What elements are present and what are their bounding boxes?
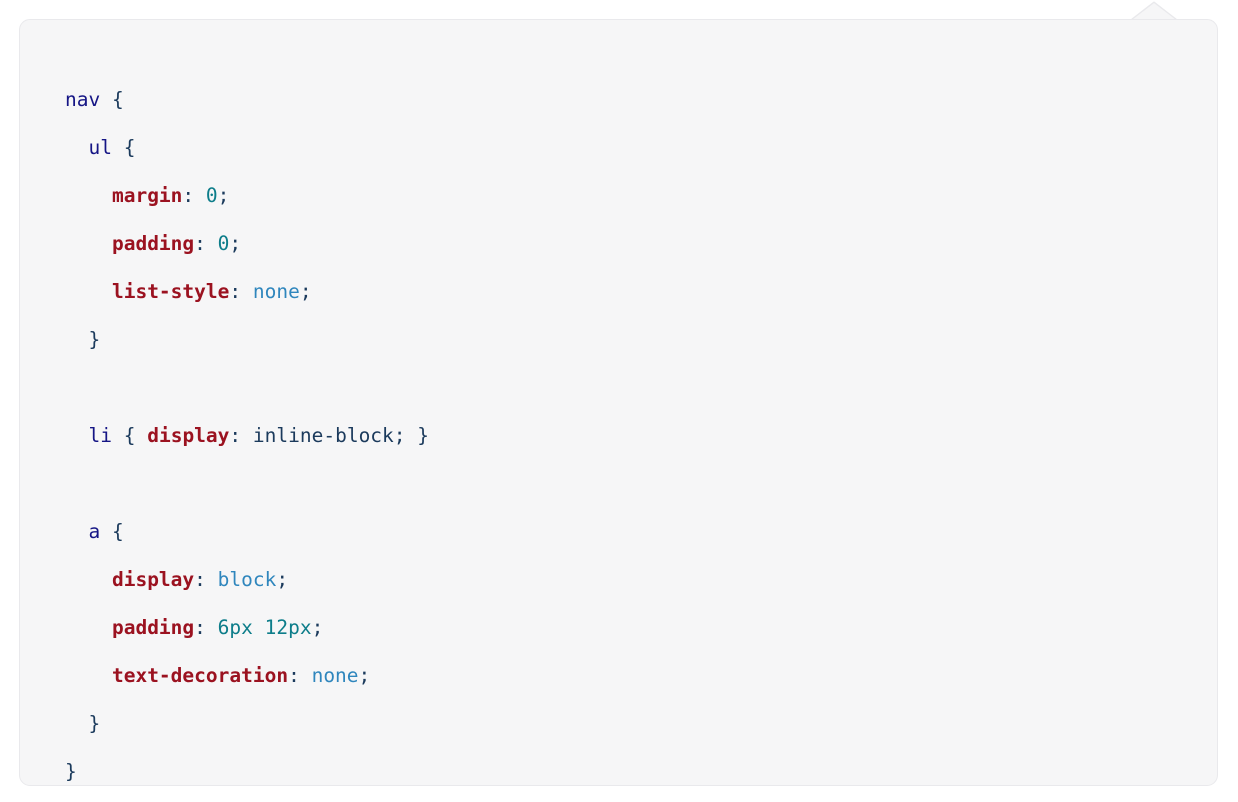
- code-token-plain: [206, 616, 218, 639]
- code-token-punct: :: [182, 183, 195, 207]
- code-token-plain: [241, 424, 253, 447]
- code-token-number: 12px: [264, 615, 312, 639]
- code-token-prop: display: [111, 567, 195, 591]
- code-token-plain: [300, 664, 312, 687]
- code-token-value: inline-block: [252, 423, 394, 447]
- code-token-punct: ;: [358, 663, 371, 687]
- code-token-prop: text-decoration: [111, 663, 289, 687]
- code-token-selector: ul: [88, 135, 112, 159]
- code-indent: [65, 664, 112, 687]
- code-snippet-card: nav { ul { margin: 0; padding: 0; list-s…: [19, 19, 1218, 786]
- code-token-punct: ;: [217, 183, 230, 207]
- code-token-prop: margin: [111, 183, 183, 207]
- code-indent: [65, 280, 112, 303]
- code-indent: [65, 616, 112, 639]
- code-token-selector: li: [88, 423, 112, 447]
- code-indent: [65, 136, 88, 159]
- code-token-prop: list-style: [111, 279, 230, 303]
- code-line: text-decoration: none;: [65, 652, 1193, 700]
- css-code-block[interactable]: nav { ul { margin: 0; padding: 0; list-s…: [65, 76, 1193, 796]
- code-line: [65, 460, 1193, 508]
- code-token-prop: padding: [111, 615, 195, 639]
- code-line: a {: [65, 508, 1193, 556]
- code-line: }: [65, 700, 1193, 748]
- code-line: li { display: inline-block; }: [65, 412, 1193, 460]
- code-indent: [65, 184, 112, 207]
- code-token-punct: {: [123, 135, 136, 159]
- code-token-plain: [253, 616, 265, 639]
- code-line: padding: 6px 12px;: [65, 604, 1193, 652]
- code-token-plain: [406, 424, 418, 447]
- code-token-selector: nav: [65, 87, 101, 111]
- code-token-punct: }: [417, 423, 430, 447]
- code-line: margin: 0;: [65, 172, 1193, 220]
- code-line: ul {: [65, 124, 1193, 172]
- code-token-punct: ;: [393, 423, 406, 447]
- code-line: padding: 0;: [65, 220, 1193, 268]
- code-token-selector: a: [88, 519, 101, 543]
- code-token-prop: padding: [111, 231, 195, 255]
- code-indent: [65, 328, 88, 351]
- code-token-punct: }: [88, 327, 101, 351]
- code-token-punct: :: [194, 615, 206, 639]
- code-token-prop: display: [147, 423, 230, 447]
- code-token-plain: [206, 568, 218, 591]
- code-line: display: block;: [65, 556, 1193, 604]
- code-token-number: 6px: [217, 615, 253, 639]
- code-indent: [65, 712, 88, 735]
- code-token-punct: {: [123, 423, 136, 447]
- code-token-punct: ;: [311, 615, 324, 639]
- code-line: }: [65, 316, 1193, 364]
- code-token-plain: [135, 424, 147, 447]
- code-token-keyword: none: [252, 279, 300, 303]
- code-indent: [65, 520, 88, 543]
- code-token-punct: }: [65, 759, 77, 783]
- code-token-punct: :: [229, 279, 242, 303]
- code-token-plain: [112, 424, 124, 447]
- code-line: [65, 364, 1193, 412]
- code-indent: [65, 424, 88, 447]
- code-indent: [65, 568, 112, 591]
- code-token-plain: [112, 136, 124, 159]
- code-token-plain: [206, 232, 218, 255]
- code-line: nav {: [65, 76, 1193, 124]
- code-token-keyword: block: [217, 567, 277, 591]
- code-token-punct: ;: [229, 231, 242, 255]
- code-indent: [65, 232, 112, 255]
- code-token-plain: [100, 520, 112, 543]
- code-token-keyword: none: [311, 663, 359, 687]
- code-line: list-style: none;: [65, 268, 1193, 316]
- code-token-punct: :: [288, 663, 300, 687]
- code-token-number: 0: [217, 231, 230, 255]
- code-token-number: 0: [205, 183, 218, 207]
- code-token-punct: }: [88, 711, 101, 735]
- code-token-punct: {: [111, 87, 124, 111]
- code-token-plain: [241, 280, 253, 303]
- code-token-punct: :: [194, 231, 206, 255]
- code-token-plain: [100, 88, 112, 111]
- code-token-punct: {: [111, 519, 124, 543]
- code-token-punct: ;: [299, 279, 312, 303]
- code-token-punct: :: [229, 423, 242, 447]
- code-token-punct: :: [194, 567, 206, 591]
- code-line: }: [65, 748, 1193, 796]
- code-token-plain: [194, 184, 206, 207]
- code-token-punct: ;: [276, 567, 289, 591]
